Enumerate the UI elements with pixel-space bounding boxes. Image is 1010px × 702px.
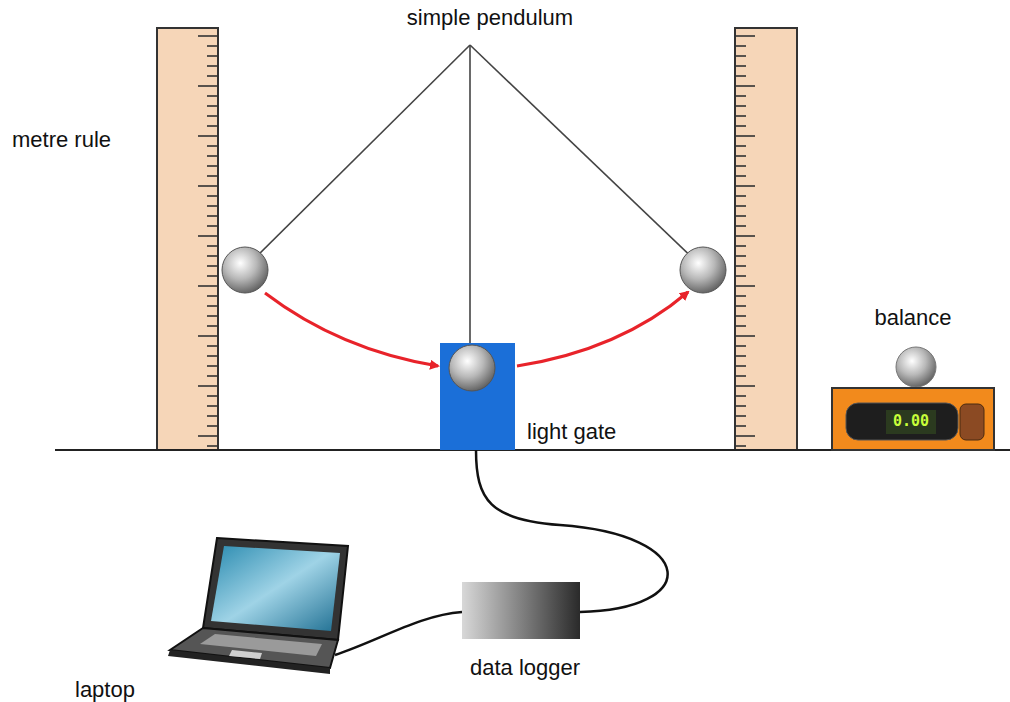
scale-tick	[207, 265, 218, 267]
scale-tick	[735, 325, 746, 327]
scale-tick	[207, 175, 218, 177]
scale-tick	[207, 445, 218, 447]
metre-rule	[157, 28, 218, 450]
scale-tick	[207, 375, 218, 377]
scale-tick	[735, 215, 746, 217]
scale-tick	[735, 295, 746, 297]
scale-tick	[735, 95, 746, 97]
scale-tick	[735, 375, 746, 377]
scale-tick	[735, 365, 746, 367]
scale-tick	[735, 255, 746, 257]
scale-tick	[207, 205, 218, 207]
scale-tick	[735, 125, 746, 127]
scale-tick	[207, 215, 218, 217]
scale-tick	[207, 395, 218, 397]
scale-tick	[735, 175, 746, 177]
scale-tick	[207, 245, 218, 247]
scale-tick	[207, 315, 218, 317]
balance-label: balance	[874, 306, 951, 330]
scale-tick	[735, 445, 746, 447]
scale-tick	[198, 385, 218, 387]
scale-tick	[735, 195, 746, 197]
scale-tick	[735, 115, 746, 117]
scale-tick	[735, 275, 746, 277]
scale-tick	[207, 155, 218, 157]
scale-tick	[198, 135, 218, 137]
laptop-label: laptop	[75, 678, 135, 702]
scale-tick	[735, 285, 755, 287]
scale-tick	[207, 45, 218, 47]
scale-tick	[735, 135, 755, 137]
scale-tick	[735, 315, 746, 317]
scale-tick	[207, 125, 218, 127]
scale-tick	[735, 165, 746, 167]
scale-tick	[198, 35, 218, 37]
scale-tick	[207, 355, 218, 357]
scale-tick	[735, 335, 755, 337]
scale-tick	[198, 185, 218, 187]
logger-label: data logger	[470, 656, 580, 680]
scale-tick	[198, 285, 218, 287]
scale-tick	[735, 65, 746, 67]
scale-tick	[735, 305, 746, 307]
scale-tick	[735, 75, 746, 77]
scale-tick	[735, 385, 755, 387]
scale-tick	[198, 85, 218, 87]
scale-tick	[735, 35, 755, 37]
scale-tick	[198, 335, 218, 337]
scale-tick	[207, 195, 218, 197]
scale-tick	[207, 75, 218, 77]
data-logger	[462, 582, 580, 639]
scale-tick	[735, 185, 755, 187]
scale-tick	[207, 105, 218, 107]
scale-tick	[735, 345, 746, 347]
scale-tick	[207, 65, 218, 67]
scale-tick	[735, 105, 746, 107]
gate-label: light gate	[527, 420, 616, 444]
rule-label: metre rule	[12, 128, 111, 152]
scale-tick	[735, 55, 746, 57]
scale-tick	[207, 325, 218, 327]
scale-tick	[735, 245, 746, 247]
scale-tick	[735, 235, 755, 237]
scale-tick	[735, 435, 755, 437]
scale-tick	[735, 145, 746, 147]
balance-reading: 0.00	[893, 413, 929, 430]
scale-tick	[735, 45, 746, 47]
scale-tick	[207, 95, 218, 97]
laptop	[168, 538, 348, 674]
scale-tick	[198, 435, 218, 437]
scale-tick	[207, 275, 218, 277]
scale-tick	[207, 255, 218, 257]
scale-tick	[735, 205, 746, 207]
scale-tick	[735, 415, 746, 417]
scale-tick	[735, 425, 746, 427]
scale-tick	[735, 395, 746, 397]
scale-tick	[735, 265, 746, 267]
balance	[832, 388, 994, 450]
scale-tick	[198, 235, 218, 237]
light-gate	[440, 343, 515, 450]
scale-tick	[735, 355, 746, 357]
scale-tick	[207, 305, 218, 307]
scale-tick	[207, 225, 218, 227]
scale-tick	[207, 295, 218, 297]
scale-tick	[207, 55, 218, 57]
scale-tick	[207, 425, 218, 427]
scale-tick	[207, 405, 218, 407]
pendulum-label: simple pendulum	[407, 6, 573, 30]
scale-tick	[735, 155, 746, 157]
scale-tick	[735, 85, 755, 87]
scale-tick	[735, 225, 746, 227]
scale-tick	[207, 145, 218, 147]
metre-rule	[735, 28, 797, 450]
scale-tick	[207, 415, 218, 417]
scale-tick	[207, 345, 218, 347]
scale-tick	[207, 165, 218, 167]
scale-tick	[207, 365, 218, 367]
scale-tick	[735, 405, 746, 407]
scale-tick	[207, 115, 218, 117]
